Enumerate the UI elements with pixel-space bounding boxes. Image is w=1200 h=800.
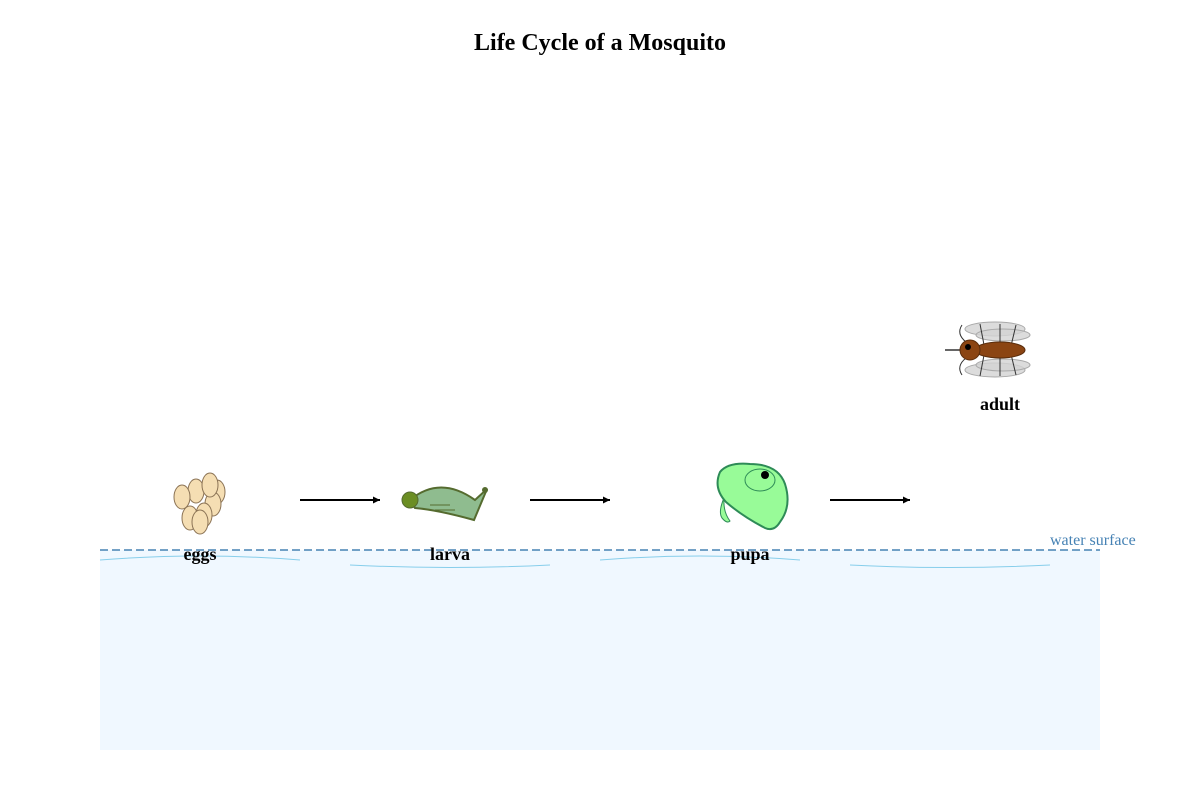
larva-label: larva — [430, 544, 470, 564]
larva-siphon-tip — [482, 487, 488, 493]
water-body: water surface — [99, 532, 1136, 750]
water-ripple — [599, 555, 801, 561]
pupa-label: pupa — [730, 544, 769, 564]
mosquito-body — [974, 341, 1026, 359]
water-fill — [100, 550, 1100, 750]
mosquito-antenna — [959, 357, 967, 376]
water-ripple — [849, 564, 1051, 568]
egg — [173, 484, 191, 510]
mosquito-eye — [965, 344, 971, 350]
pupa-tail — [719, 497, 731, 523]
eggs-label: eggs — [184, 544, 217, 564]
adult-illustration — [945, 321, 1031, 378]
egg — [201, 472, 219, 498]
mosquito-head — [959, 339, 981, 361]
egg — [191, 509, 209, 535]
mosquito-wing — [975, 328, 1031, 342]
pupa-head-outline — [744, 468, 776, 492]
pupa-illustration — [716, 462, 789, 531]
water-ripple — [349, 564, 551, 568]
water-surface-label: water surface — [1050, 532, 1136, 549]
mosquito-antenna — [959, 324, 967, 343]
pupa-eye — [761, 471, 769, 479]
pupa-body — [716, 462, 789, 531]
larva-body — [408, 486, 488, 522]
eggs-illustration — [173, 472, 226, 535]
diagram-title: Life Cycle of a Mosquito — [474, 30, 726, 56]
water-ripple — [99, 555, 301, 561]
mosquito-wing — [975, 358, 1031, 372]
adult-label: adult — [980, 394, 1020, 414]
egg — [187, 478, 205, 504]
larva-head — [401, 491, 419, 509]
larva-illustration — [401, 486, 488, 522]
